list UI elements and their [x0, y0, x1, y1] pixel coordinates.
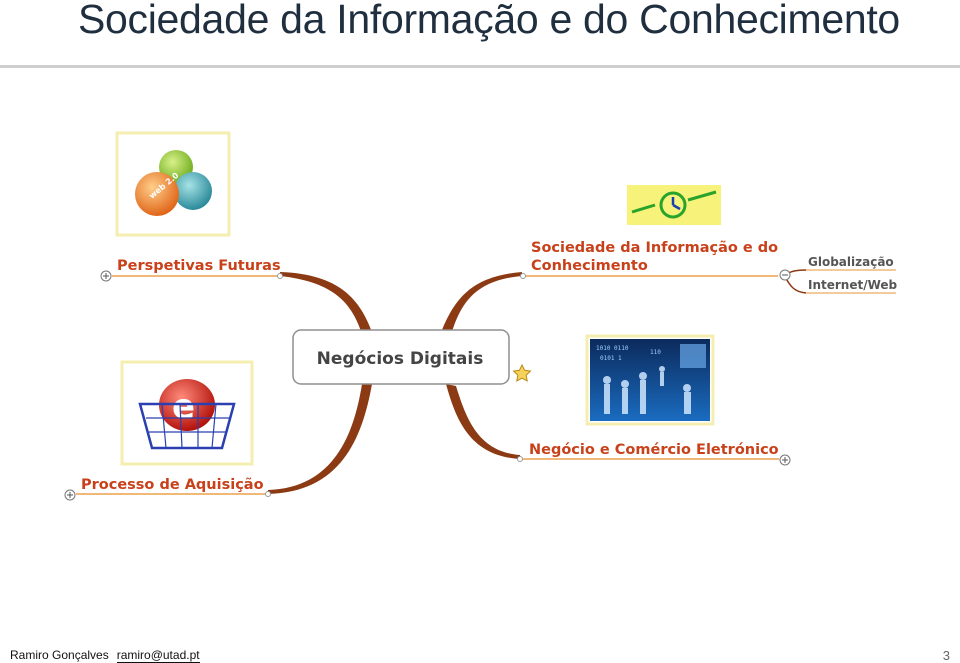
- label-negocio-comercio: Negócio e Comércio Eletrónico: [529, 442, 779, 458]
- svg-text:1010 0110: 1010 0110: [596, 345, 629, 352]
- expand-negocio-icon[interactable]: [779, 454, 791, 466]
- clock-icon: [627, 185, 721, 225]
- collapse-sociedade-icon[interactable]: [779, 269, 791, 281]
- svg-text:110: 110: [650, 349, 661, 356]
- slide-footer: Ramiro Gonçalves ramiro@utad.pt: [10, 648, 200, 663]
- label-processo-aquisicao: Processo de Aquisição: [81, 477, 264, 493]
- expand-perspetivas-icon[interactable]: [100, 270, 112, 282]
- web-badges-icon: web 2.0: [115, 131, 231, 237]
- expand-processo-icon[interactable]: [64, 489, 76, 501]
- node-perspetivas-futuras[interactable]: Perspetivas Futuras: [112, 258, 283, 279]
- svg-text:e: e: [172, 387, 195, 427]
- shopping-basket-icon: e: [120, 360, 254, 466]
- label-perspetivas-futuras: Perspetivas Futuras: [117, 258, 281, 274]
- slide-title: Sociedade da Informação e do Conheciment…: [78, 0, 900, 42]
- label-internet-web: Internet/Web: [808, 278, 898, 292]
- title-divider: [0, 65, 960, 68]
- label-sociedade-line1: Sociedade da Informação e do: [531, 240, 778, 256]
- branch-sociedade: [442, 272, 522, 332]
- author-name: Ramiro Gonçalves: [10, 648, 109, 662]
- label-sociedade-line2: Conhecimento: [531, 258, 648, 274]
- page-number: 3: [942, 648, 950, 663]
- label-globalizacao: Globalização: [808, 255, 894, 269]
- star-icon: [512, 363, 532, 382]
- digital-people-image: 1010 0110 0101 1 110: [585, 334, 715, 426]
- branch-perspetivas: [280, 272, 372, 334]
- author-email[interactable]: ramiro@utad.pt: [116, 648, 200, 663]
- central-node[interactable]: Negócios Digitais: [292, 329, 510, 385]
- central-node-label: Negócios Digitais: [317, 349, 484, 369]
- branch-negocio: [446, 384, 520, 459]
- branch-processo: [268, 384, 372, 494]
- branch-connectors: [268, 269, 807, 494]
- node-processo-aquisicao[interactable]: Processo de Aquisição: [76, 477, 271, 497]
- svg-text:0101 1: 0101 1: [600, 355, 622, 362]
- node-internet-web[interactable]: Internet/Web: [806, 278, 898, 294]
- node-negocio-comercio[interactable]: Negócio e Comércio Eletrónico: [517, 442, 780, 462]
- node-globalizacao[interactable]: Globalização: [806, 255, 896, 271]
- node-sociedade-informacao[interactable]: Sociedade da Informação e do Conheciment…: [520, 240, 779, 279]
